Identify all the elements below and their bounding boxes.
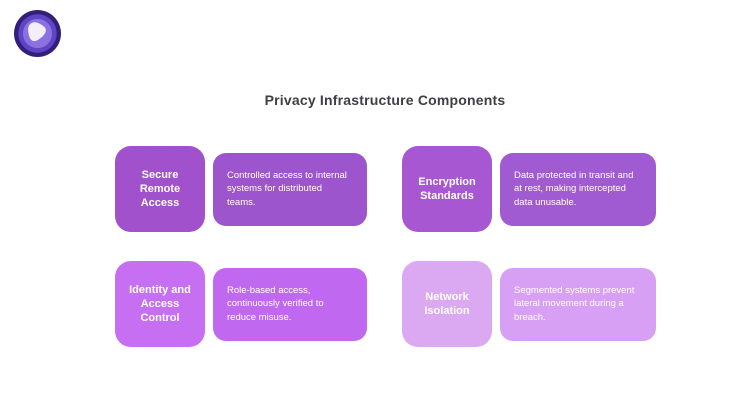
- card-network-isolation: Network Isolation Segmented systems prev…: [402, 261, 656, 347]
- card-description: Segmented systems prevent lateral moveme…: [500, 267, 656, 341]
- card-description: Role-based access, continuously verified…: [213, 267, 367, 341]
- card-label: Identity and Access Control: [115, 261, 205, 347]
- card-identity-and-access-control: Identity and Access Control Role-based a…: [115, 261, 367, 347]
- card-description: Data protected in transit and at rest, m…: [500, 152, 656, 226]
- card-label: Encryption Standards: [402, 146, 492, 232]
- components-grid: Secure Remote Access Controlled access t…: [115, 146, 656, 347]
- brand-logo-icon: [14, 10, 61, 57]
- concentric-rings-icon: [14, 10, 61, 57]
- card-encryption-standards: Encryption Standards Data protected in t…: [402, 146, 656, 232]
- card-label: Network Isolation: [402, 261, 492, 347]
- card-description: Controlled access to internal systems fo…: [213, 152, 367, 226]
- page-title: Privacy Infrastructure Components: [264, 92, 506, 108]
- card-secure-remote-access: Secure Remote Access Controlled access t…: [115, 146, 367, 232]
- card-label: Secure Remote Access: [115, 146, 205, 232]
